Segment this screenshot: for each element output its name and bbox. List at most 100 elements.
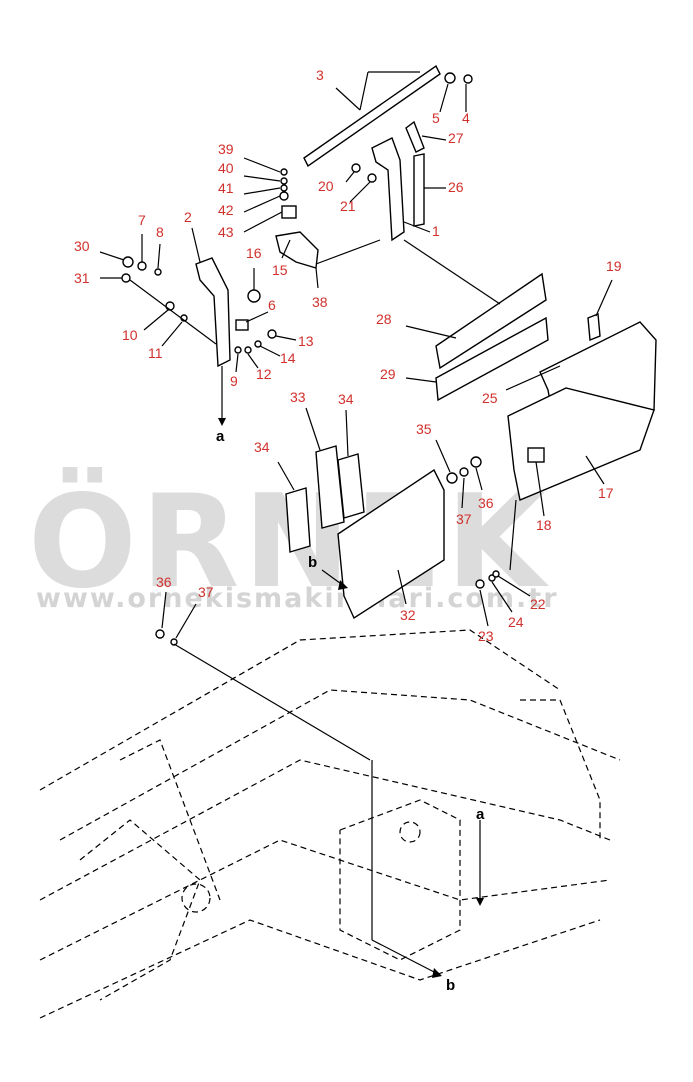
label-part-19: 19 [606,258,622,274]
bolt-10 [165,301,175,311]
label-part-2: 2 [184,209,192,225]
leader-11 [161,321,183,347]
leader-20 [345,171,355,183]
leader-41 [243,187,281,195]
label-part-32: 32 [400,607,416,623]
leader-2 [191,227,201,263]
cover-part-28 [435,272,547,370]
label-part-4: 4 [462,110,470,126]
leader-27 [421,135,447,141]
leader-5 [439,83,449,113]
bracket-part-2 [195,257,231,368]
frame-cross-2 [520,699,601,840]
leader-19 [595,279,613,317]
ref-a-top: a [216,428,225,445]
middle-parts [155,445,517,761]
label-part-38: 38 [312,294,328,310]
leader-24 [491,581,513,613]
bar-part-3 [303,64,441,168]
bolt-36-top [470,456,482,468]
washer-21 [367,173,377,183]
ref-b-bottom: b [446,977,455,994]
nut-12 [244,346,252,354]
watermark-url: www.ornekismakinalari.com.tr [36,583,559,614]
leader-42 [243,195,281,213]
leader-29 [405,377,437,383]
door-part-32 [337,468,445,620]
label-part-8: 8 [156,224,164,240]
frame-boom [79,819,201,1001]
label-part-6: 6 [268,297,276,313]
leader-40 [243,175,281,182]
nut-22 [492,570,500,578]
washer-5 [444,72,456,84]
watermark: ÖRNEK www.ornekismakinalari.com.tr [28,467,559,617]
block-6 [235,319,249,331]
frame-rail-3 [39,759,611,901]
washer-9 [234,346,242,354]
bolt-39 [280,168,288,176]
label-part-24: 24 [508,614,524,630]
label-part-43: 43 [218,224,234,240]
strip-part-29 [435,316,549,402]
seal-part-33 [315,445,345,529]
label-part-14: 14 [280,350,296,366]
frame-rail-5 [39,919,601,1019]
label-part-34-left: 34 [254,439,270,455]
leader-9 [235,353,239,373]
label-part-23: 23 [478,628,494,644]
leader-21 [349,181,371,203]
label-part-18: 18 [536,517,552,533]
leader-30 [99,251,125,261]
leader-39 [243,157,281,173]
label-part-34-right: 34 [338,391,354,407]
label-part-27: 27 [448,130,464,146]
label-part-25: 25 [482,390,498,406]
leader-37-bottom [175,603,197,639]
frame-cross-1 [119,739,221,901]
label-part-36-top: 36 [478,495,494,511]
washer-14 [254,340,262,348]
label-part-22: 22 [530,596,546,612]
label-part-20: 20 [318,178,334,194]
leader-35 [435,439,451,473]
washer-37-top [459,467,469,477]
bolt-7 [137,261,147,271]
label-part-21: 21 [340,198,356,214]
bracket-part-1 [371,137,405,242]
bolt-13 [267,329,277,339]
label-part-9: 9 [230,373,238,389]
washer-35 [446,472,458,484]
washer-37-bottom [170,638,178,646]
washer-8 [154,268,162,276]
nut-43 [281,205,297,219]
arrow-a-head-bottom [476,898,484,906]
upper-parts [121,64,657,501]
leader-6 [245,311,269,323]
leader-34-right [345,409,349,457]
clip-part-27 [405,120,425,153]
leader-28 [405,325,457,339]
label-part-11: 11 [148,345,163,361]
label-part-26: 26 [448,179,464,195]
leader-43 [243,211,283,233]
frame-pin-1 [181,883,211,913]
bolt-4 [463,74,473,84]
label-part-13: 13 [298,333,314,349]
bolt-20 [351,163,361,173]
pad-part-34-left [285,487,311,553]
label-part-28: 28 [376,311,392,327]
leader-32 [397,569,407,605]
frame-rail-top [39,629,561,791]
label-part-29: 29 [380,366,396,382]
leader-31b [129,279,217,345]
strip-part-26 [413,153,425,227]
label-part-37-bottom: 37 [198,584,214,600]
frame-pin-2 [399,821,421,843]
frame-tank [339,799,461,961]
label-part-17: 17 [598,485,614,501]
arrow-b-line-bottom-2 [371,939,439,975]
leader-14 [259,345,281,357]
leader-1 [403,221,431,233]
